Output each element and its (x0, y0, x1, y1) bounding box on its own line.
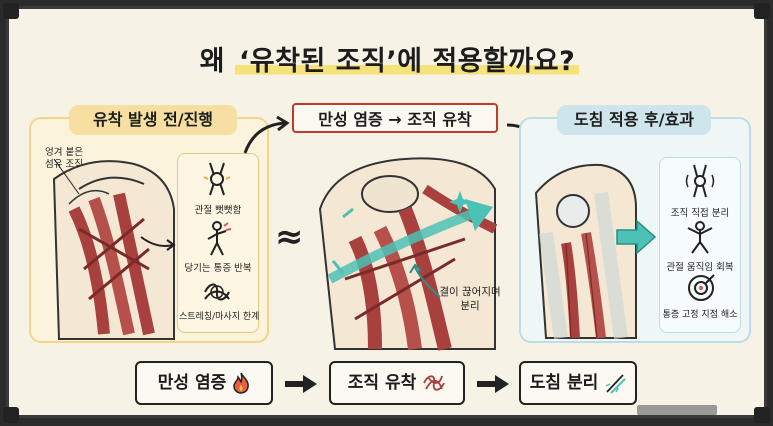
teal-arrow-icon (615, 219, 657, 255)
middle-panel-tag: 만성 염증 → 조직 유착 (292, 103, 498, 133)
symptom-3-label: 스트레칭/마사지 한계 (179, 309, 257, 322)
knot-icon (202, 277, 232, 307)
tangle-icon (422, 372, 446, 394)
right-panel-tag: 도침 적용 후/효과 (557, 105, 711, 135)
curved-arrow-to-middle (241, 117, 293, 157)
board-corner-br (754, 407, 770, 423)
active-person-icon (685, 221, 715, 255)
flow-arrow-1 (283, 373, 319, 395)
title-prefix: 왜 (200, 46, 235, 77)
pain-figure-icon (202, 221, 232, 257)
board-corner-tl (3, 3, 19, 19)
symptom-1-label: 관절 뻣뻣함 (179, 202, 257, 216)
board-corner-bl (3, 407, 19, 423)
left-panel-tag: 유착 발생 전/진행 (69, 105, 237, 135)
title-highlight: ‘유착된 조직’에 적용할까요? (235, 46, 579, 77)
joint-rotation-icon (685, 163, 715, 199)
shoulder-inflammation-illustration (315, 149, 505, 349)
effect-1-label: 조직 직접 분리 (661, 205, 739, 219)
approx-symbol: ≈ (275, 217, 304, 257)
target-icon (686, 273, 716, 303)
flow-step-2-label: 조직 유착 (348, 373, 416, 393)
flow-step-1-label: 만성 염증 (158, 373, 226, 393)
symptom-2-label: 당기는 통증 반복 (179, 260, 257, 274)
marker-tray (637, 405, 717, 415)
effect-2-label: 관절 움직임 회복 (661, 259, 739, 273)
flow-step-3: 도침 분리 (519, 361, 637, 405)
page-title: 왜 ‘유착된 조직’에 적용할까요? (9, 39, 767, 78)
flow-arrow-2 (475, 373, 511, 395)
flow-step-3-label: 도침 분리 (530, 373, 598, 393)
needle-icon (604, 372, 626, 394)
flow-step-1: 만성 염증 (135, 361, 273, 405)
effect-3-label: 통증 고정 지점 해소 (661, 307, 739, 320)
stiff-joint-icon (202, 161, 232, 197)
board-corner-tr (754, 3, 770, 19)
flow-step-2: 조직 유착 (329, 361, 465, 405)
middle-callout: 결이 끊어지며 분리 (429, 285, 511, 313)
curved-arrow-left (139, 231, 179, 257)
whiteboard: 왜 ‘유착된 조직’에 적용할까요? 유착 발생 전/진행 엉겨 붙은 섬유 조… (6, 6, 767, 418)
flame-icon (232, 372, 250, 394)
